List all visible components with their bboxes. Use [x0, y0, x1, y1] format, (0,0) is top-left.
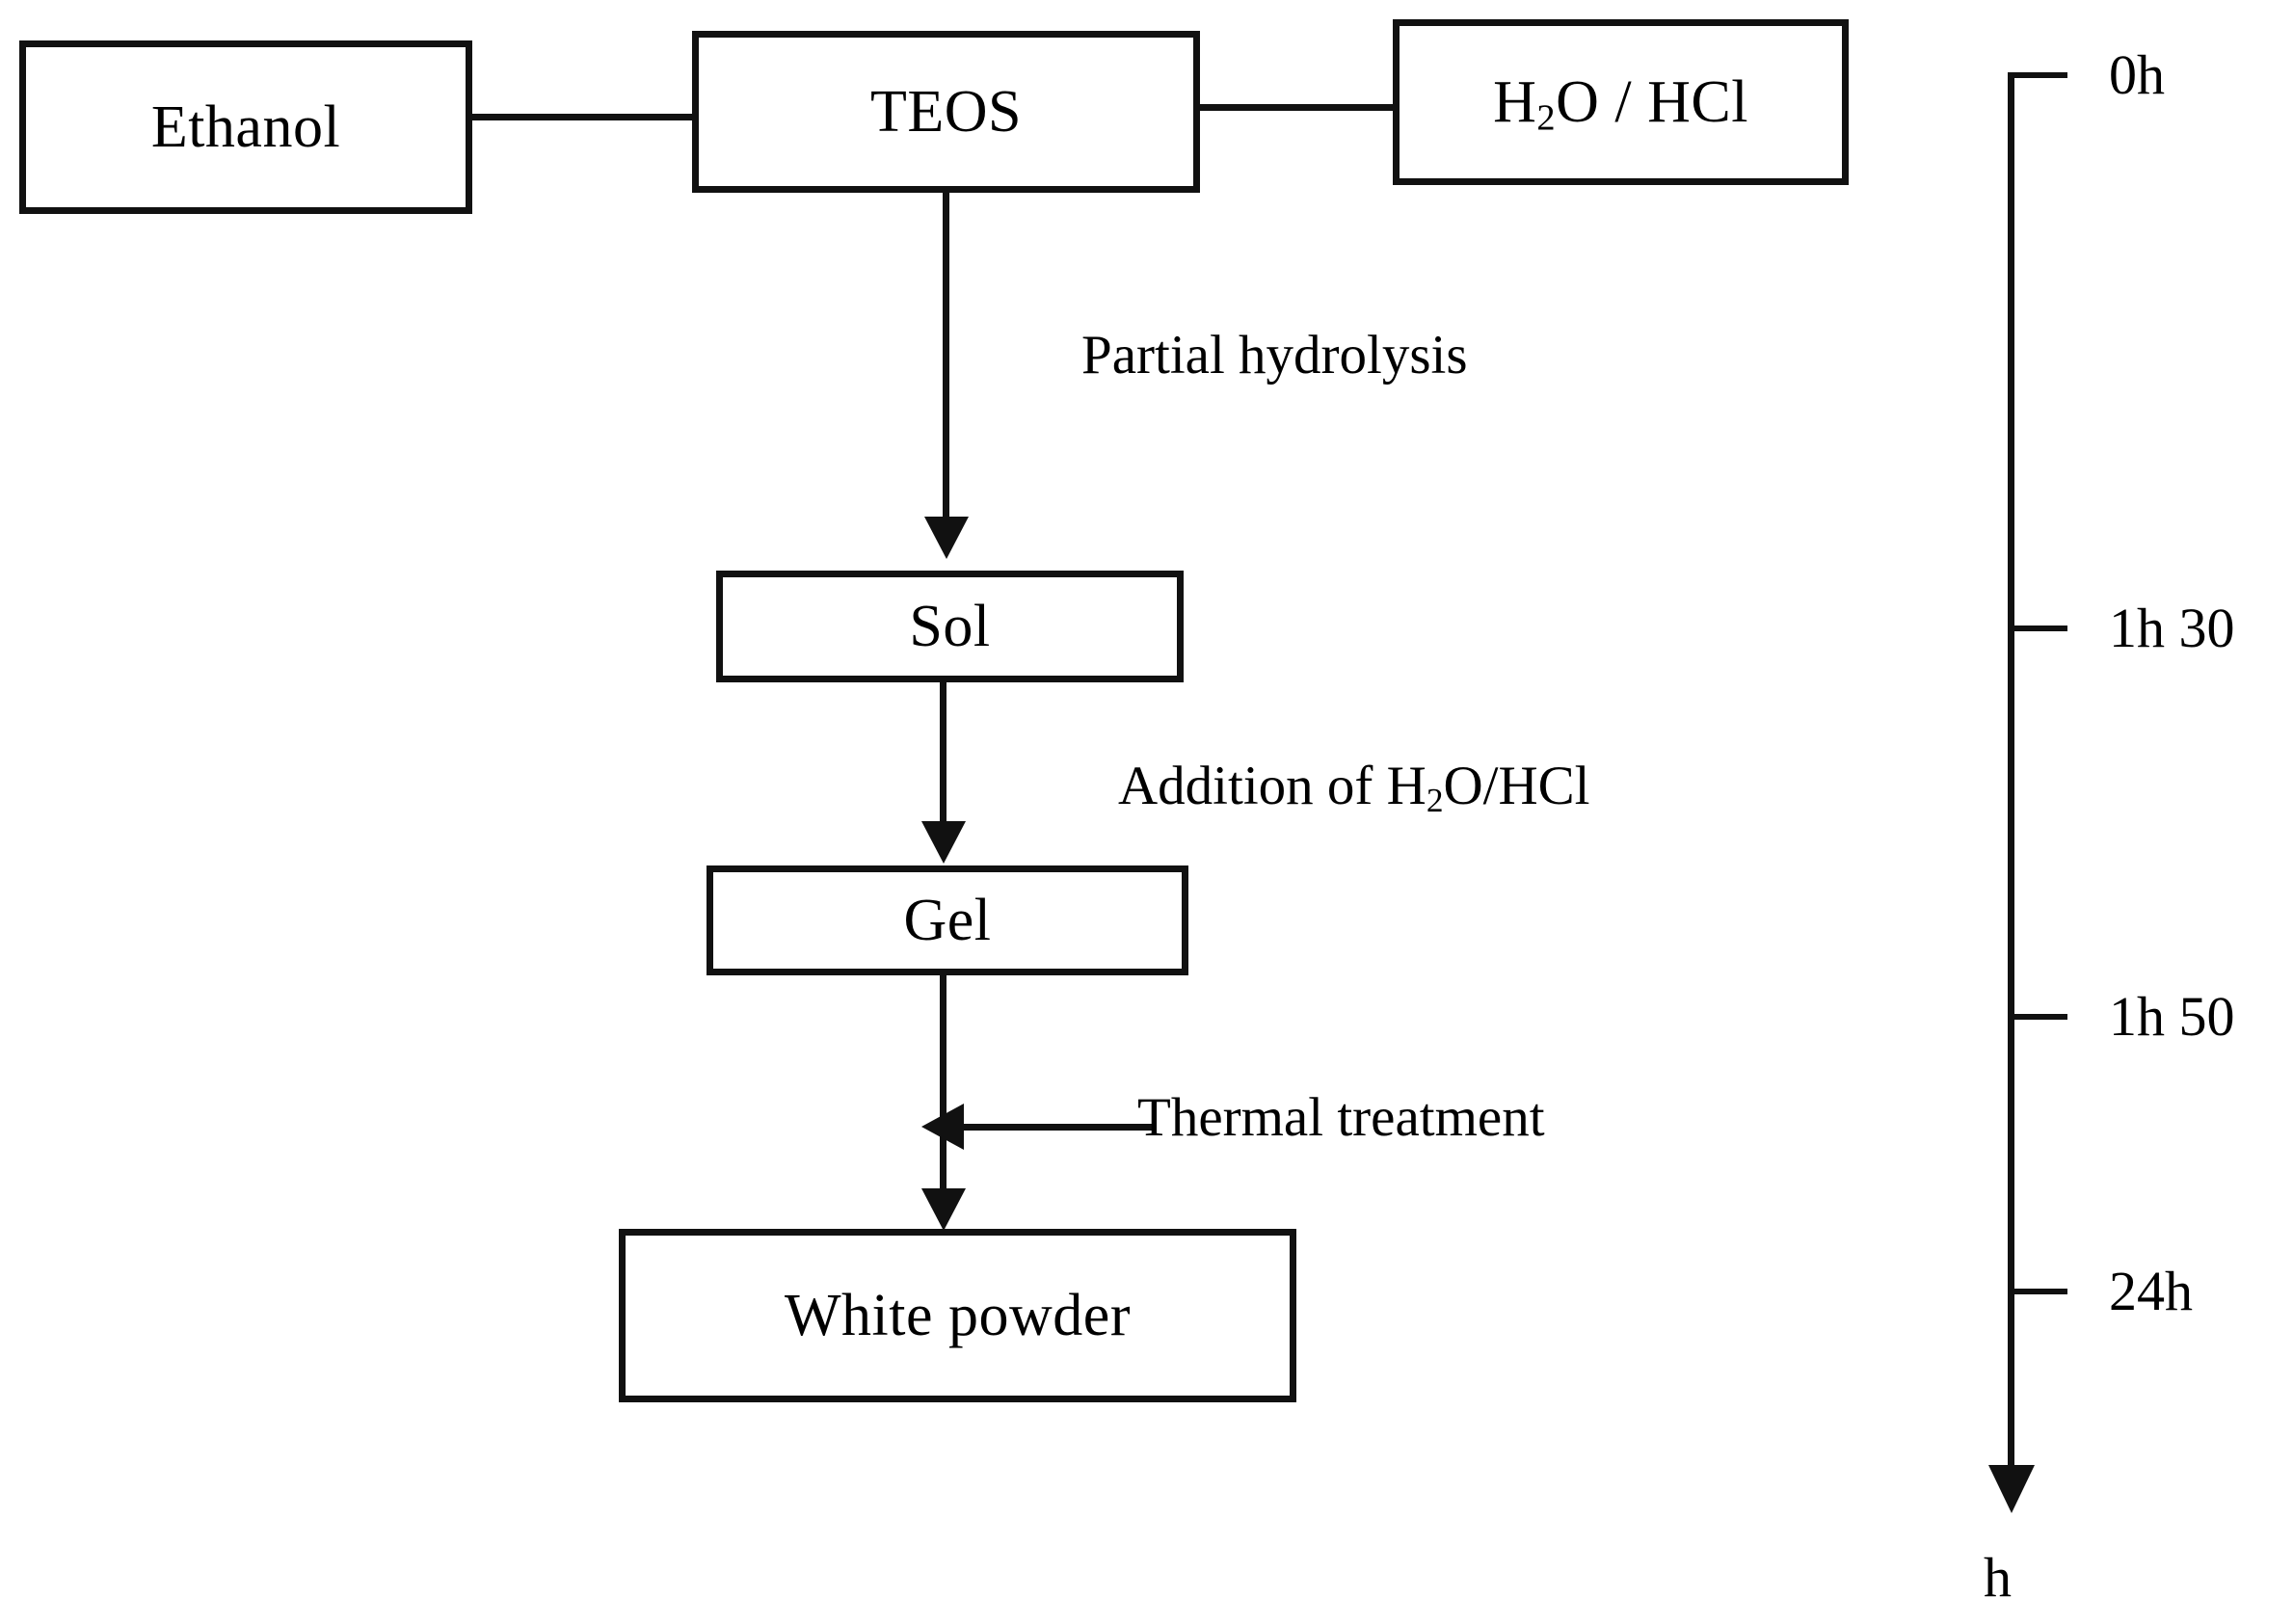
process-box-gel-label: Gel	[903, 888, 992, 953]
timeline-tick-mark	[2008, 1289, 2067, 1294]
step-label-thermal-treatment: Thermal treatment	[1137, 1087, 1545, 1148]
process-box-h2o-hcl: H2O / HCl	[1393, 19, 1849, 185]
h2o-hcl-label-post: O / HCl	[1556, 69, 1748, 135]
timeline-tick-label: 1h 50	[2109, 985, 2235, 1048]
timeline-tick-label: 1h 30	[2109, 597, 2235, 659]
addition-label-post: O/HCl	[1443, 756, 1590, 816]
process-box-teos-label: TEOS	[870, 79, 1022, 145]
timeline-tick-mark	[2008, 1014, 2067, 1020]
connector-teos-to-sol	[943, 193, 949, 520]
process-box-teos: TEOS	[692, 31, 1200, 193]
timeline-tick-mark	[2008, 72, 2067, 78]
timeline-unit-label: h	[1984, 1546, 2012, 1609]
connector-teos-to-h2o-hcl	[1200, 104, 1393, 111]
arrow-down-icon-gel-to-white-powder	[921, 1188, 966, 1231]
connector-ethanol-to-teos	[472, 114, 692, 120]
process-box-ethanol: Ethanol	[19, 40, 472, 214]
process-box-ethanol-label: Ethanol	[150, 94, 341, 160]
h2o-hcl-label-subscript: 2	[1536, 97, 1557, 139]
arrow-down-icon-sol-to-gel	[921, 821, 966, 864]
arrow-down-icon-timeline	[1988, 1465, 2035, 1513]
process-box-h2o-hcl-label: H2O / HCl	[1493, 69, 1748, 137]
timeline-tick-label: 24h	[2109, 1260, 2193, 1322]
process-box-sol-label: Sol	[909, 594, 991, 659]
connector-gel-to-white-powder	[940, 975, 947, 1192]
timeline-axis	[2008, 75, 2014, 1492]
arrow-down-icon-teos-to-sol	[924, 517, 969, 559]
addition-label-pre: Addition of H	[1118, 756, 1426, 816]
process-box-white-powder: White powder	[619, 1229, 1296, 1402]
timeline-tick-label: 0h	[2109, 43, 2165, 106]
connector-thermal-treatment	[964, 1124, 1153, 1131]
process-box-gel: Gel	[707, 865, 1188, 975]
timeline-tick-mark	[2008, 626, 2067, 631]
h2o-hcl-label-pre: H	[1493, 69, 1537, 135]
addition-label-subscript: 2	[1426, 781, 1444, 819]
connector-sol-to-gel	[940, 682, 947, 825]
process-box-white-powder-label: White powder	[785, 1283, 1131, 1348]
process-box-sol: Sol	[716, 571, 1184, 682]
arrow-left-icon-thermal-treatment	[921, 1104, 964, 1150]
step-label-partial-hydrolysis: Partial hydrolysis	[1081, 325, 1468, 386]
step-label-addition-h2o-hcl: Addition of H2O/HCl	[1118, 756, 1590, 817]
